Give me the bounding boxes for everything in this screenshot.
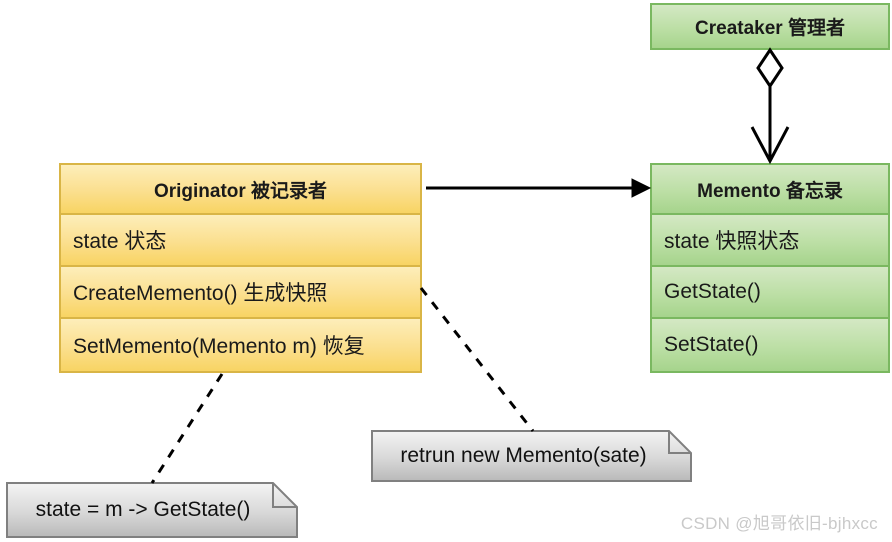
class-name-caretaker: Creataker 管理者: [652, 5, 888, 48]
class-member-memento-get-state: GetState(): [652, 267, 888, 319]
class-box-memento[interactable]: Memento 备忘录 state 快照状态 GetState() SetSta…: [650, 163, 890, 373]
class-member-originator-state: state 状态: [61, 215, 420, 267]
note-text-set-memento: state = m -> GetState(): [35, 498, 251, 521]
note-shape-create-memento: [371, 430, 692, 482]
class-name-memento: Memento 备忘录: [652, 165, 888, 215]
class-box-originator[interactable]: Originator 被记录者 state 状态 CreateMemento()…: [59, 163, 422, 373]
note-text-create-memento: retrun new Memento(sate): [400, 444, 647, 467]
class-member-originator-set-memento: SetMemento(Memento m) 恢复: [61, 319, 420, 371]
connector-caretaker-to-memento: [750, 47, 790, 165]
class-name-originator: Originator 被记录者: [61, 165, 420, 215]
aggregation-diamond-icon: [756, 47, 784, 89]
class-member-memento-set-state: SetState(): [652, 319, 888, 371]
connector-originator-to-memento: [426, 178, 652, 198]
connector-create-memento-note: [419, 287, 535, 432]
class-member-originator-create-memento: CreateMemento() 生成快照: [61, 267, 420, 319]
watermark-text: CSDN @旭哥依旧-bjhxcc: [680, 514, 878, 533]
note-set-memento[interactable]: state = m -> GetState(): [6, 482, 298, 538]
solid-arrowhead-icon: [631, 178, 652, 198]
connector-set-memento-note: [150, 373, 224, 484]
class-member-memento-state: state 快照状态: [652, 215, 888, 267]
open-arrowhead-icon: [750, 126, 790, 165]
class-box-caretaker[interactable]: Creataker 管理者: [650, 3, 890, 50]
note-create-memento[interactable]: retrun new Memento(sate): [371, 430, 692, 482]
note-shape-set-memento: [6, 482, 298, 538]
